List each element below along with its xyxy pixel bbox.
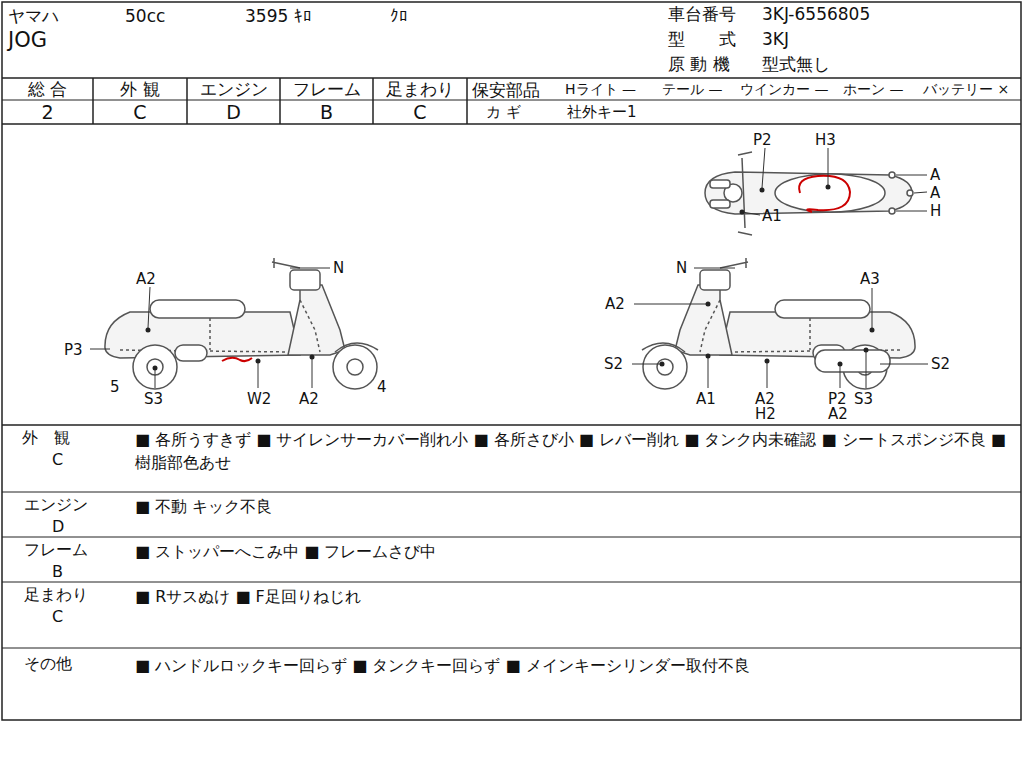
grade-value: 2 [2,101,93,124]
grade-value: D [52,517,64,536]
model-name: JOG [8,28,47,53]
grade-header: エンジン [187,79,280,99]
grade-value: C [52,450,63,469]
callout-code: A1 [696,390,716,408]
callout-code: A3 [860,270,880,288]
callout-code: S2 [931,355,950,373]
callout-number: 4 [377,378,387,396]
field-name: カ ギ [486,103,521,121]
callout-code: A1 [762,207,782,225]
section-name: 足まわり [24,585,88,604]
grade-value: B [280,101,373,124]
callout-code: A2 [828,405,848,423]
maker: ヤマハ [8,6,59,26]
equipment-check: Hライト — [565,81,636,98]
callout-code: A2 [605,295,625,313]
field-name: 型 式 [668,29,736,49]
grade-value: C [52,607,63,626]
condition-note: ■ ストッパーへこみ中 ■ フレームさび中 [135,540,1015,563]
mileage: 3595 ｷﾛ [245,6,312,26]
callout-code: P3 [64,341,83,359]
grade-value: C [93,101,187,124]
engine-type: 型式無し [762,54,830,74]
callout-code: S3 [144,390,163,408]
condition-note: ■ ハンドルロックキー回らず ■ タンクキー回らず ■ メインキーシリンダー取付… [135,654,1015,677]
grade-value: C [373,101,467,124]
type-code: 3KJ [762,29,789,49]
section-name: エンジン [24,495,88,514]
grade-header: フレーム [280,79,373,99]
equipment-check: ホーン — [843,81,903,98]
callout-code: S2 [604,355,623,373]
equipment-check: ウインカー — [740,81,828,98]
callout-code: W2 [247,390,271,408]
equipment-check: バッテリー × [923,81,1009,98]
callout-code: P2 [753,131,772,149]
grade-header: 外 観 [93,79,187,99]
callout-code: A2 [299,390,319,408]
color: ｸﾛ [390,6,408,26]
section-name: 外 観 [22,428,70,447]
section-name: フレーム [24,540,88,559]
callout-code: H3 [815,131,836,149]
grade-header: 総 合 [2,79,93,99]
callout-code: H2 [755,405,776,423]
key-note: 社外キー1 [567,103,637,121]
callout-code: N [676,259,687,277]
callout-code: A [930,166,940,184]
condition-note: ■ 不動 キック不良 [135,495,1015,518]
field-name: 保安部品 [472,80,540,100]
displacement: 50cc [125,6,165,26]
grade-header: 足まわり [373,79,467,99]
grade-value: D [187,101,280,124]
condition-note: ■ 各所うすきず ■ サイレンサーカバー削れ小 ■ 各所さび小 ■ レバー削れ … [135,428,1015,474]
callout-code: N [333,259,344,277]
field-name: 車台番号 [668,4,736,24]
condition-note: ■ Rサスぬけ ■ F足回りねじれ [135,585,1015,608]
frame-number: 3KJ-6556805 [762,4,870,24]
equipment-check: テール — [662,81,722,98]
callout-code: H [930,202,941,220]
callout-code: A2 [136,270,156,288]
field-name: 原 動 機 [668,54,730,74]
callout-code: S3 [854,390,873,408]
grade-value: B [52,562,63,581]
callout-number: 5 [110,378,120,396]
callout-code: A [930,184,940,202]
section-name: その他 [24,654,72,673]
